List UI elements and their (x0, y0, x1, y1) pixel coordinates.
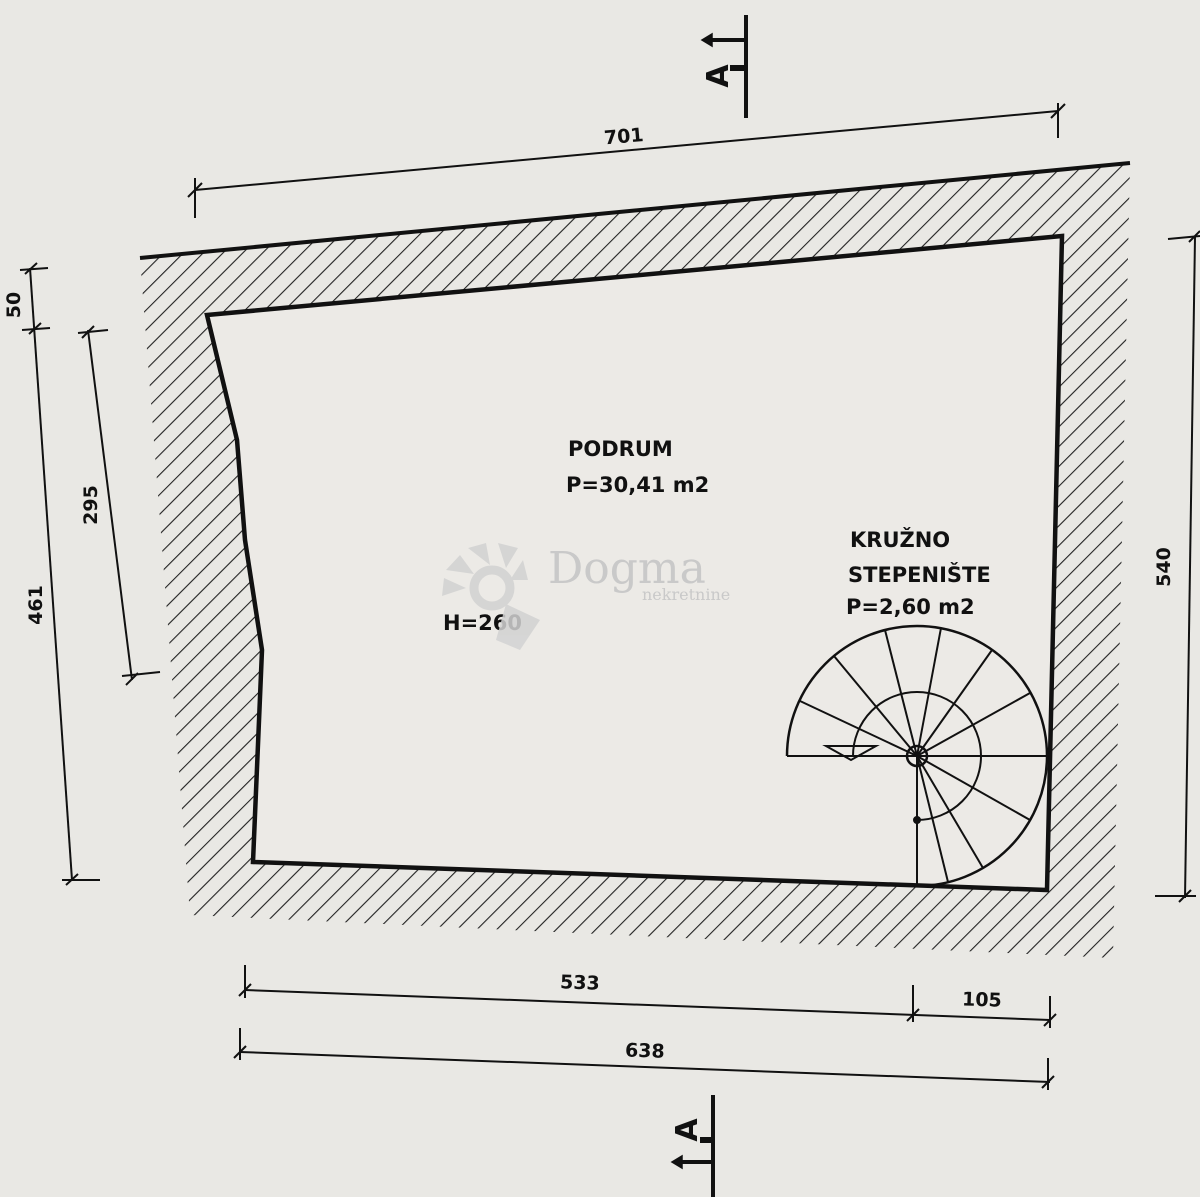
dimension-bottom-right-label: 105 (962, 988, 1002, 1011)
section-marker-bottom (670, 1095, 715, 1197)
room-outline (204, 233, 1065, 893)
stair-label-line1: KRUŽNO (850, 527, 950, 552)
dimension-bottom-left-label: 533 (560, 971, 600, 994)
watermark-logo (442, 543, 540, 650)
section-label-top: A (701, 64, 736, 88)
dimension-left-outer-label: 50 (3, 292, 25, 318)
dimension-left-mid-label: 295 (80, 485, 102, 525)
stair-label-line2: STEPENIŠTE (848, 562, 991, 587)
watermark-sub: nekretnine (642, 585, 730, 604)
stair-area: P=2,60 m2 (846, 595, 975, 619)
spiral-staircase (785, 624, 1049, 888)
dimension-left-mid (77, 325, 161, 686)
outer-wall-top (139, 161, 1131, 260)
dimension-left-outer (19, 262, 100, 886)
stair-direction-arrow (822, 745, 880, 762)
room-area: P=30,41 m2 (566, 473, 709, 497)
section-marker-top (700, 15, 748, 118)
room-name: PODRUM (568, 437, 673, 461)
dimension-top (187, 103, 1066, 218)
watermark-brand: Dogma (548, 543, 706, 594)
dimension-bottom-total-label: 638 (625, 1039, 665, 1062)
dimension-top-label: 701 (603, 124, 644, 149)
dimension-left-inner-label: 461 (25, 585, 47, 625)
wall-hatch (140, 163, 1130, 958)
dimension-right (1155, 230, 1200, 903)
dimension-bottom-total (233, 1028, 1055, 1090)
section-label-bottom: A (670, 1118, 705, 1142)
dimension-right-label: 540 (1153, 547, 1175, 587)
dimension-bottom-upper (238, 965, 1057, 1028)
